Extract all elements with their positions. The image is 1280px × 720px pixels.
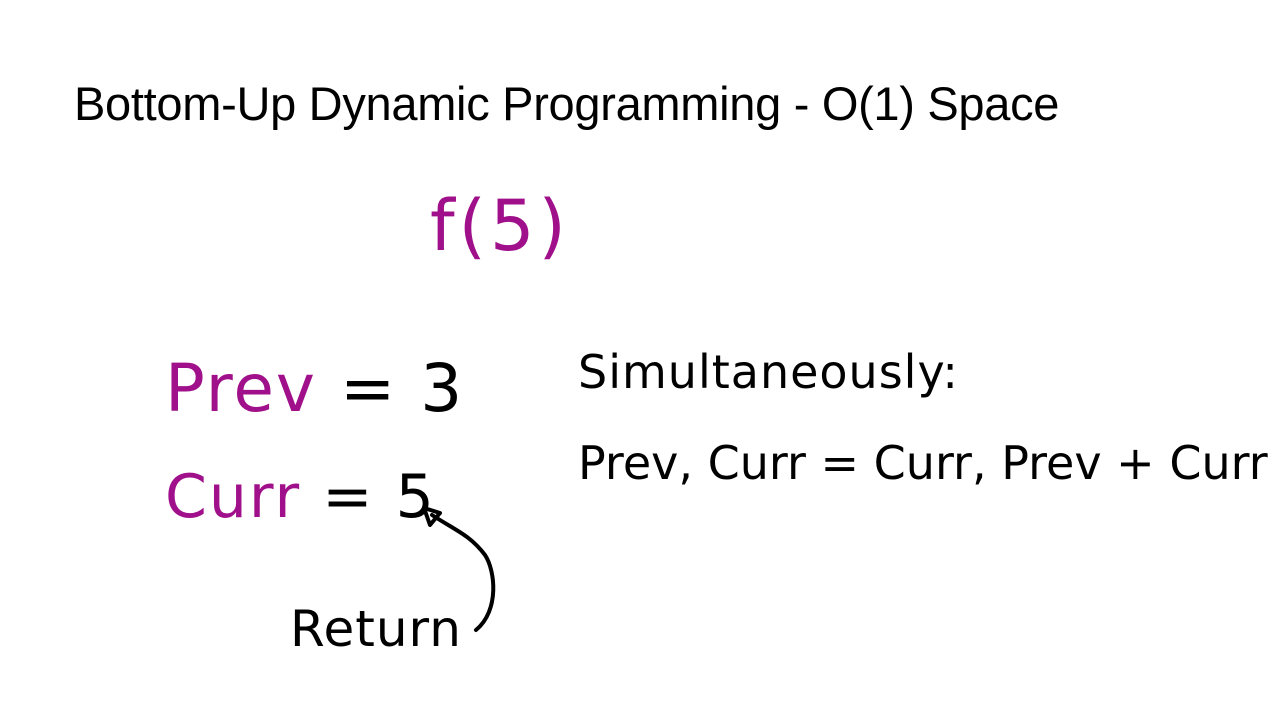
return-label: Return bbox=[290, 600, 462, 658]
curr-equals: = bbox=[322, 462, 375, 532]
prev-label: Prev bbox=[165, 350, 317, 427]
simultaneously-label: Simultaneously: bbox=[578, 345, 959, 399]
prev-value: 3 bbox=[420, 350, 465, 427]
prev-equals: = bbox=[339, 350, 398, 427]
function-call-annotation: f(5) bbox=[430, 185, 570, 267]
slide-title: Bottom-Up Dynamic Programming - O(1) Spa… bbox=[74, 77, 1060, 130]
swap-expression: Prev, Curr = Curr, Prev + Curr bbox=[578, 436, 1268, 490]
curr-label: Curr bbox=[165, 462, 302, 532]
prev-assignment: Prev = 3 bbox=[165, 350, 464, 427]
curr-assignment: Curr = 5 bbox=[165, 462, 436, 532]
